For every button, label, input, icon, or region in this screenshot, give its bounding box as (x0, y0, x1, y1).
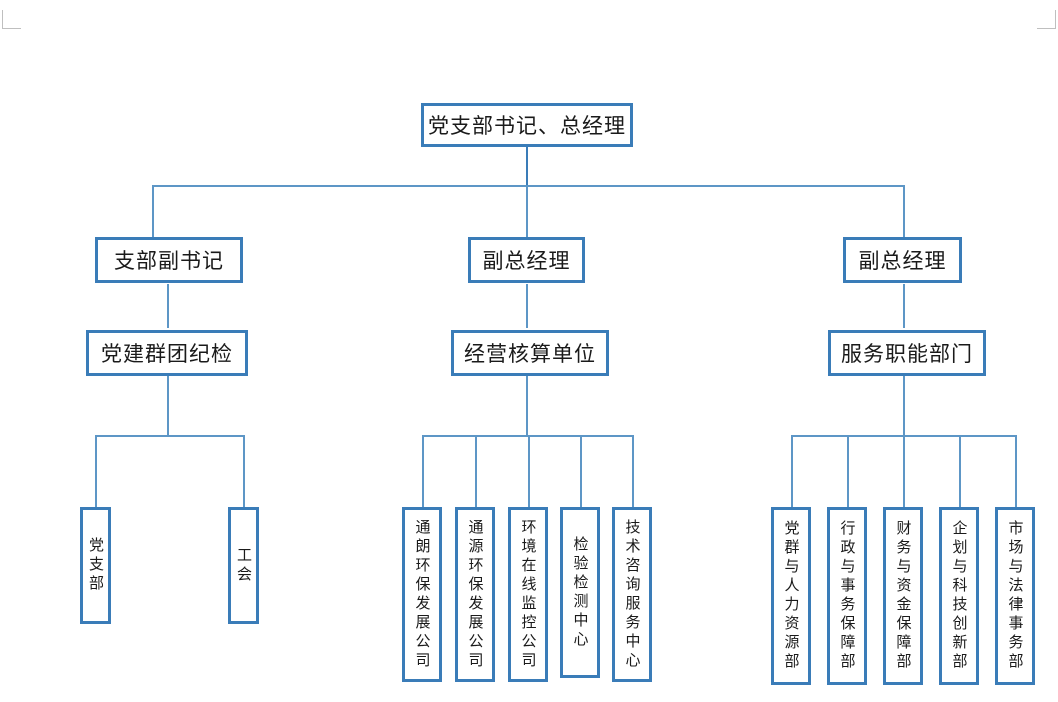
connector-middle-leaf-4 (580, 435, 582, 507)
connector-middle-leaf-3 (528, 435, 530, 507)
connector-middle-bus (422, 435, 633, 437)
connector-right-leaf-5 (1015, 435, 1017, 507)
connector-to-level2-3 (903, 185, 905, 237)
node-leaf-environment-online-monitoring[interactable]: 环境在线监控公司 (508, 507, 548, 682)
connector-level2-2-down (526, 284, 528, 328)
node-root[interactable]: 党支部书记、总经理 (421, 103, 633, 147)
connector-right-leaf-3 (903, 435, 905, 507)
node-level2-deputy-party-secretary[interactable]: 支部副书记 (95, 237, 243, 283)
connector-right-leaf-2 (847, 435, 849, 507)
connector-middle-down (526, 376, 528, 435)
node-level2-deputy-gm-1[interactable]: 副总经理 (468, 237, 585, 283)
connector-to-level2-1 (152, 185, 154, 237)
connector-root-bus (152, 185, 904, 187)
node-leaf-finance-and-capital-support[interactable]: 财务与资金保障部 (883, 507, 923, 685)
connector-left-bus (95, 435, 244, 437)
connector-level2-3-down (903, 284, 905, 328)
node-leaf-tongyuan-env-development[interactable]: 通源环保发展公司 (455, 507, 495, 682)
connector-left-leaf-1 (95, 435, 97, 507)
node-level3-business-accounting-units[interactable]: 经营核算单位 (451, 330, 609, 376)
node-leaf-market-and-legal-affairs[interactable]: 市场与法律事务部 (995, 507, 1035, 685)
node-leaf-inspection-testing-center[interactable]: 检验检测中心 (560, 507, 600, 678)
connector-right-leaf-4 (959, 435, 961, 507)
connector-middle-leaf-2 (475, 435, 477, 507)
connector-middle-leaf-5 (632, 435, 634, 507)
node-leaf-admin-and-affairs-support[interactable]: 行政与事务保障部 (827, 507, 867, 685)
node-leaf-party-branch[interactable]: 党支部 (80, 507, 111, 624)
connector-right-leaf-1 (791, 435, 793, 507)
node-leaf-party-mass-and-hr[interactable]: 党群与人力资源部 (771, 507, 811, 685)
connector-right-down (903, 376, 905, 435)
node-leaf-labor-union[interactable]: 工会 (228, 507, 259, 624)
connector-level2-1-down (167, 284, 169, 328)
node-level3-service-function-departments[interactable]: 服务职能部门 (828, 330, 986, 376)
node-leaf-technical-consulting-service-center[interactable]: 技术咨询服务中心 (612, 507, 652, 682)
node-leaf-tonglang-env-development[interactable]: 通朗环保发展公司 (402, 507, 442, 682)
connector-left-down (167, 376, 169, 435)
connector-middle-leaf-1 (422, 435, 424, 507)
connector-to-level2-2 (526, 185, 528, 237)
page-margin-corner-top-left (2, 10, 21, 29)
connector-root-down (526, 145, 528, 185)
node-leaf-planning-and-tech-innovation[interactable]: 企划与科技创新部 (939, 507, 979, 685)
node-level3-party-building[interactable]: 党建群团纪检 (86, 330, 248, 376)
node-level2-deputy-gm-2[interactable]: 副总经理 (843, 237, 962, 283)
connector-left-leaf-2 (243, 435, 245, 507)
page-margin-corner-top-right (1037, 10, 1056, 29)
